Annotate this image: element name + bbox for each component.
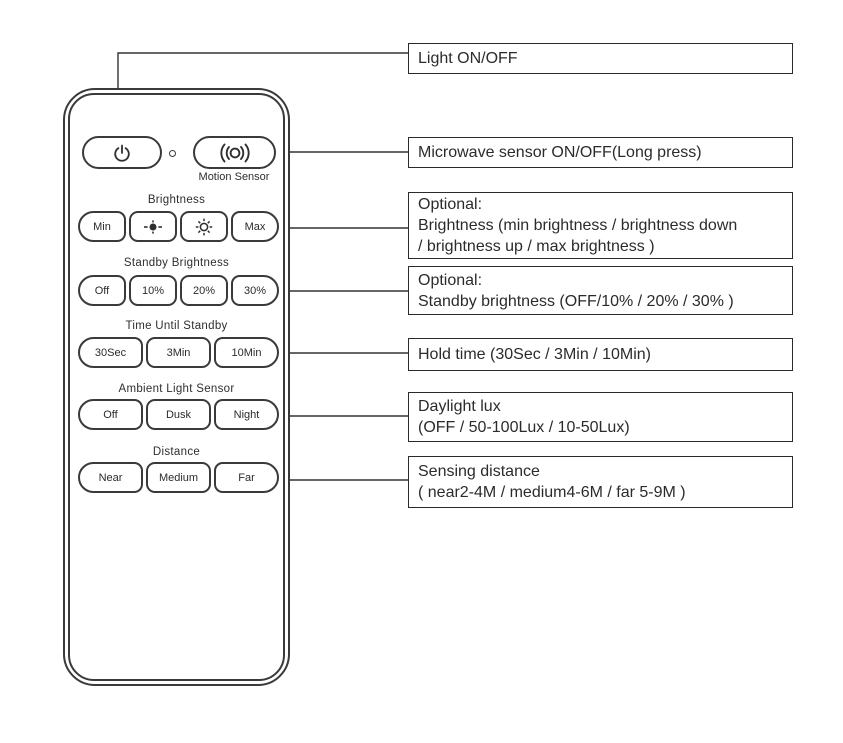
- brightness-down-icon: [144, 219, 162, 234]
- section-label-time-until-standby: Time Until Standby: [125, 320, 228, 332]
- section-label-distance: Distance: [152, 446, 201, 458]
- callout-hold-time: Hold time (30Sec / 3Min / 10Min): [408, 338, 793, 371]
- button-standby-off[interactable]: Off: [78, 275, 126, 306]
- callout-sensing-distance: Sensing distance ( near2-4M / medium4-6M…: [408, 456, 793, 508]
- brightness-up-icon: [195, 218, 213, 235]
- button-standby-20pct[interactable]: 20%: [180, 275, 228, 306]
- callout-text: Sensing distance: [418, 463, 540, 480]
- section-label-brightness: Brightness: [147, 194, 206, 206]
- button-standby-30pct[interactable]: 30%: [231, 275, 279, 306]
- callout-text: (OFF / 50-100Lux / 10-50Lux): [418, 419, 630, 436]
- standby-brightness-button-row: Off 10% 20% 30%: [78, 275, 279, 306]
- callout-text: Brightness (min brightness / brightness …: [418, 217, 738, 234]
- section-label-standby-brightness: Standby Brightness: [123, 257, 230, 269]
- remote-body: [63, 88, 290, 686]
- ir-led-indicator: [169, 150, 176, 157]
- callout-microwave-sensor: Microwave sensor ON/OFF(Long press): [408, 137, 793, 168]
- callout-standby-brightness: Optional: Standby brightness (OFF/10% / …: [408, 266, 793, 315]
- button-max-brightness[interactable]: Max: [231, 211, 279, 242]
- button-distance-medium[interactable]: Medium: [146, 462, 211, 493]
- button-brightness-up[interactable]: [180, 211, 228, 242]
- callout-text: Optional:: [418, 196, 483, 213]
- distance-button-row: Near Medium Far: [78, 462, 279, 493]
- motion-sensor-icon: [219, 143, 250, 162]
- callout-light-on-off: Light ON/OFF: [408, 43, 793, 74]
- callout-text: Light ON/OFF: [418, 50, 518, 67]
- remote-body-inner-outline: [68, 93, 285, 681]
- callout-text: Hold time (30Sec / 3Min / 10Min): [418, 346, 651, 363]
- button-ambient-night[interactable]: Night: [214, 399, 279, 430]
- callout-brightness: Optional: Brightness (min brightness / b…: [408, 192, 793, 259]
- callout-text: ( near2-4M / medium4-6M / far 5-9M ): [418, 484, 686, 501]
- button-distance-near[interactable]: Near: [78, 462, 143, 493]
- button-standby-10pct[interactable]: 10%: [129, 275, 177, 306]
- motion-sensor-button[interactable]: [193, 136, 276, 169]
- button-min-brightness[interactable]: Min: [78, 211, 126, 242]
- button-brightness-down[interactable]: [129, 211, 177, 242]
- ambient-light-button-row: Off Dusk Night: [78, 399, 279, 430]
- button-ambient-off[interactable]: Off: [78, 399, 143, 430]
- power-button[interactable]: [82, 136, 162, 169]
- button-ambient-dusk[interactable]: Dusk: [146, 399, 211, 430]
- button-10min[interactable]: 10Min: [214, 337, 279, 368]
- brightness-button-row: Min Max: [78, 211, 279, 242]
- section-label-ambient-light-sensor: Ambient Light Sensor: [118, 383, 235, 395]
- callout-text: Optional:: [418, 271, 483, 289]
- button-30sec[interactable]: 30Sec: [78, 337, 143, 368]
- callout-daylight-lux: Daylight lux (OFF / 50-100Lux / 10-50Lux…: [408, 392, 793, 442]
- callout-text: Daylight lux: [418, 398, 501, 415]
- callout-text: Standby brightness (OFF/10% / 20% / 30% …: [418, 292, 734, 310]
- button-distance-far[interactable]: Far: [214, 462, 279, 493]
- callout-text: Microwave sensor ON/OFF(Long press): [418, 144, 702, 161]
- callout-text: / brightness up / max brightness ): [418, 238, 655, 255]
- power-icon: [114, 144, 130, 162]
- button-3min[interactable]: 3Min: [146, 337, 211, 368]
- time-until-standby-button-row: 30Sec 3Min 10Min: [78, 337, 279, 368]
- motion-sensor-label: Motion Sensor: [198, 171, 270, 183]
